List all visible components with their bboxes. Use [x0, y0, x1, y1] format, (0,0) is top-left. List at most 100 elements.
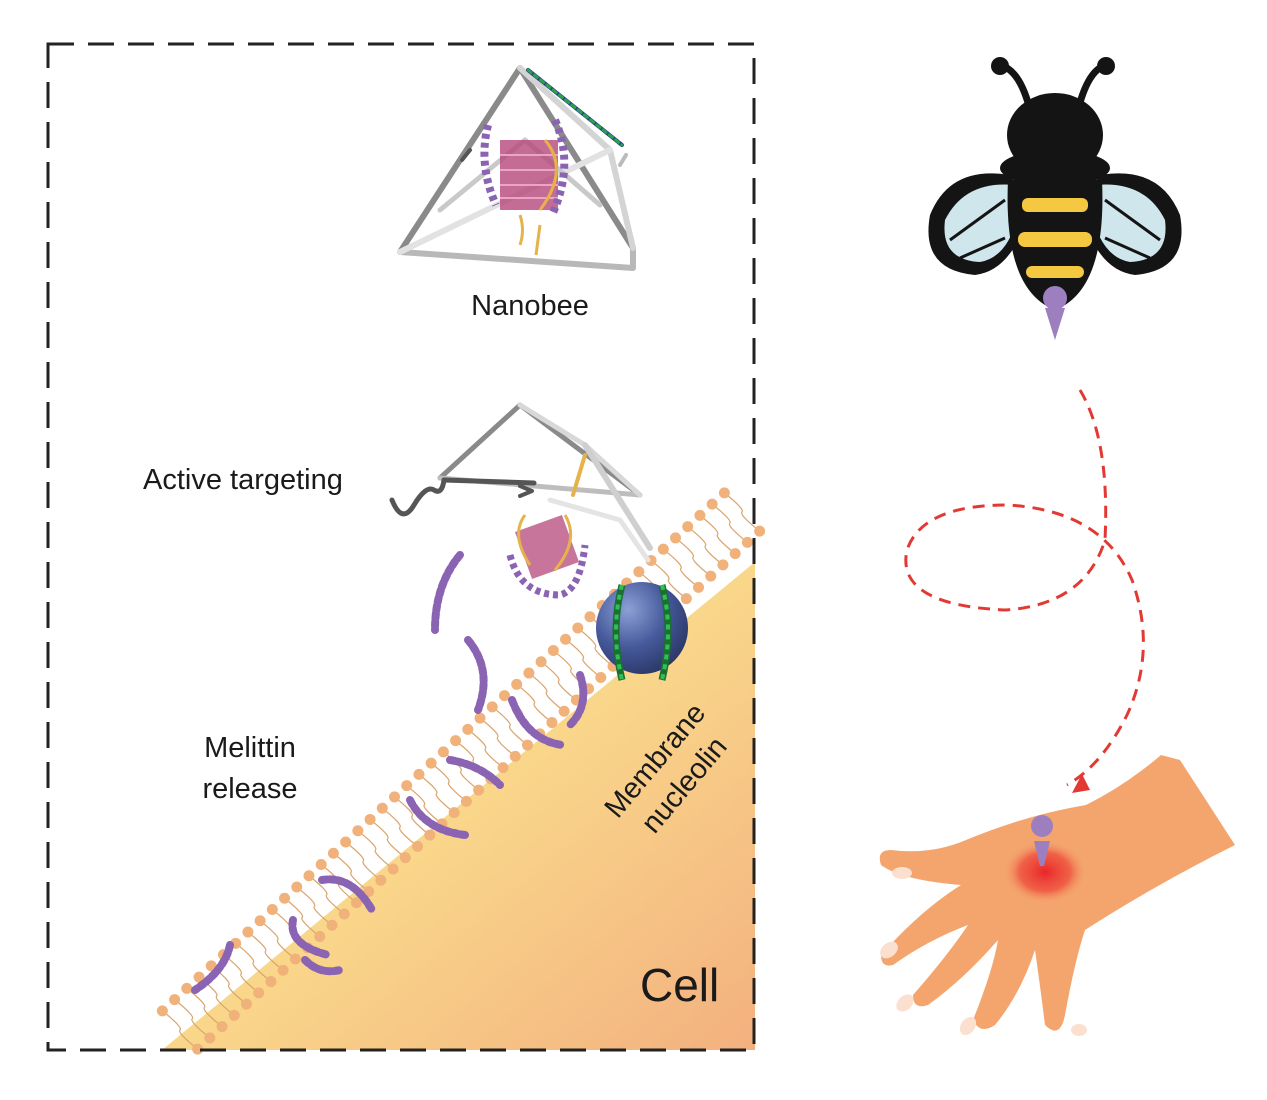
lipid-tail — [296, 886, 333, 926]
lipid-head — [303, 870, 315, 882]
lipid-head — [560, 633, 572, 645]
lipid-head — [289, 953, 301, 965]
lipid-tail — [381, 807, 418, 847]
lipid-head — [254, 915, 266, 927]
lipid-head — [315, 858, 327, 870]
lipid-head — [657, 543, 669, 555]
lipid-head — [389, 791, 401, 803]
lipid-head — [279, 892, 291, 904]
lipid-head — [327, 847, 339, 859]
hand-icon — [879, 755, 1235, 1036]
lipid-head — [498, 690, 510, 702]
lipid-head — [694, 509, 706, 521]
lipid-tail — [418, 773, 455, 814]
lipid-tail — [223, 954, 260, 994]
lipid-head — [509, 750, 521, 762]
lipid-head — [460, 795, 472, 807]
lipid-head — [265, 976, 277, 988]
lipid-tail — [430, 762, 467, 802]
lipid-tail — [724, 492, 760, 532]
lipid-head — [547, 645, 559, 657]
lipid-head — [253, 987, 265, 999]
lipid-head — [240, 998, 252, 1010]
lipid-head — [497, 762, 509, 774]
lipid-head — [352, 825, 364, 837]
lipid-head — [425, 757, 437, 769]
lipid-head — [754, 525, 766, 537]
active-targeting-label: Active targeting — [143, 464, 343, 496]
lipid-head — [192, 1043, 204, 1055]
lipid-head — [401, 780, 413, 792]
lipid-tail — [394, 796, 431, 836]
lipid-head — [572, 622, 584, 634]
lipid-head — [521, 739, 533, 751]
lipid-head — [437, 746, 449, 758]
dashed-frame — [46, 42, 756, 1052]
melittin-label-line1: Melittin — [204, 732, 296, 764]
lipid-head — [376, 802, 388, 814]
lipid-tail — [247, 931, 284, 971]
lipid-tail — [198, 976, 235, 1016]
melittin-core-block — [500, 140, 558, 210]
lipid-head — [326, 919, 338, 931]
lipid-head — [204, 1032, 216, 1044]
lipid-head — [181, 982, 193, 994]
lipid-tail — [406, 785, 443, 825]
melittin-label-line2: release — [202, 773, 298, 805]
lipid-head — [680, 593, 692, 605]
lipid-head — [706, 498, 718, 510]
lipid-tail — [308, 875, 345, 915]
lipid-head — [486, 701, 498, 713]
lipid-tail — [210, 965, 247, 1005]
lipid-tail — [687, 526, 724, 566]
nanobee-label: Nanobee — [471, 290, 589, 322]
lipid-head — [193, 971, 205, 983]
lipid-head — [511, 678, 523, 690]
lipid-head — [693, 581, 705, 593]
lipid-head — [387, 863, 399, 875]
lipid-head — [277, 964, 289, 976]
free-melittin — [191, 551, 588, 994]
lipid-head — [228, 1009, 240, 1021]
lipid-head — [584, 611, 596, 623]
lipid-tail — [357, 830, 394, 870]
lipid-tail — [540, 661, 577, 701]
lipid-tail — [174, 999, 211, 1039]
lipid-head — [473, 784, 485, 796]
lipid-tail — [650, 559, 687, 600]
lipid-tail — [528, 672, 565, 712]
lipid-tail — [662, 548, 699, 588]
lipid-head — [291, 881, 303, 893]
lipid-tail — [369, 818, 406, 859]
bee-icon — [928, 57, 1182, 340]
lipid-head — [535, 656, 547, 668]
lipid-tail — [162, 1010, 198, 1050]
lipid-tail — [235, 942, 272, 983]
lipid-head — [448, 807, 460, 819]
lipid-head — [595, 672, 607, 684]
lipid-tail — [565, 638, 602, 678]
lipid-tail — [186, 987, 223, 1028]
lipid-tail — [345, 841, 382, 881]
lipid-tail — [333, 852, 370, 892]
lipid-head — [399, 852, 411, 864]
lipid-head — [523, 667, 535, 679]
lipid-head — [413, 768, 425, 780]
lipid-head — [340, 836, 352, 848]
lipid-head — [558, 705, 570, 717]
flight-path-arrowhead — [1072, 774, 1090, 793]
lipid-tail — [675, 537, 712, 577]
lipid-head — [682, 521, 694, 533]
lipid-head — [242, 926, 254, 938]
lipid-head — [717, 559, 729, 571]
lipid-head — [670, 532, 682, 544]
lipid-tail — [491, 706, 528, 746]
lipid-head — [705, 570, 717, 582]
lipid-head — [375, 874, 387, 886]
lipid-head — [266, 904, 278, 916]
lipid-head — [633, 566, 645, 578]
lipid-head — [412, 840, 424, 852]
cell-label: Cell — [640, 959, 720, 1011]
lipid-head — [338, 908, 350, 920]
